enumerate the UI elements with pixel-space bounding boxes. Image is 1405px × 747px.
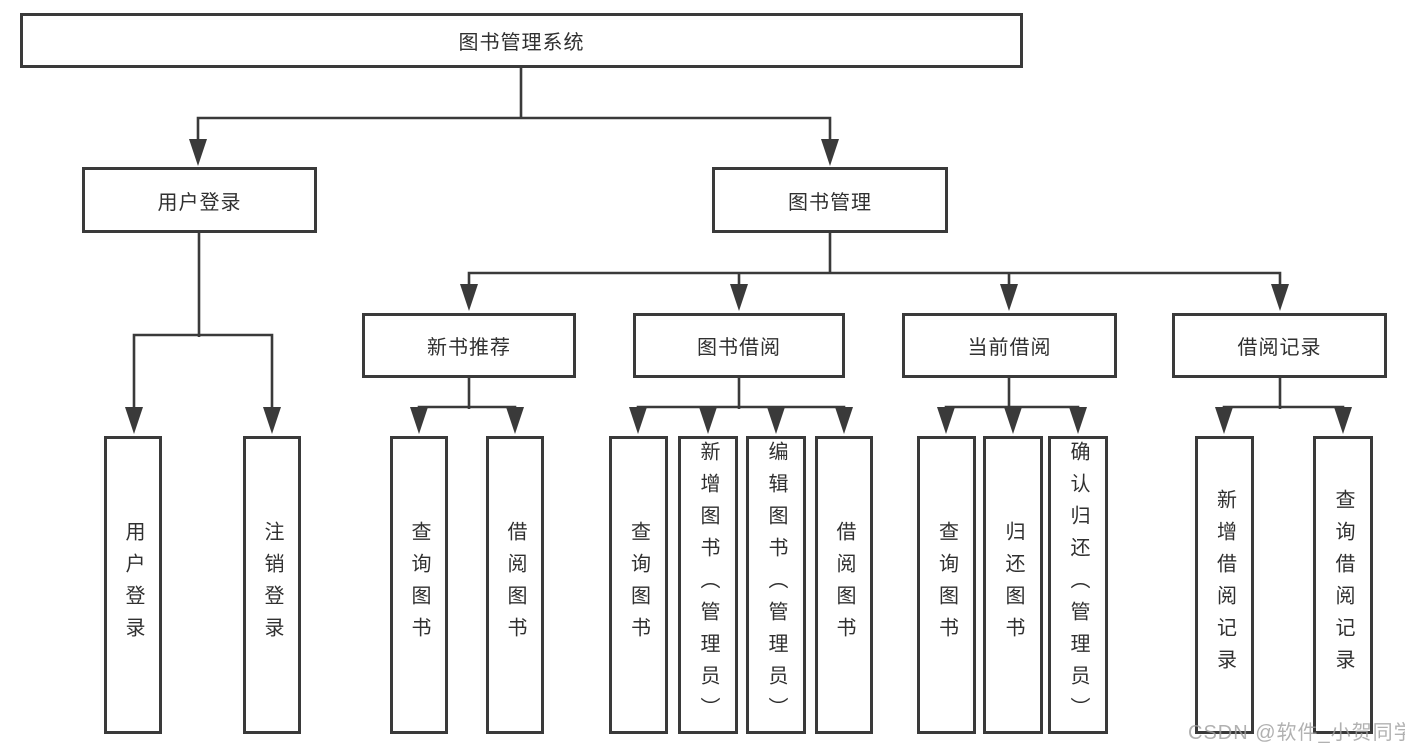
arrowhead-leaf-logout — [263, 407, 281, 434]
leaf-records-add-record: 新增借阅记录 — [1195, 436, 1254, 734]
arrowhead-rec-leaf-2 — [506, 407, 524, 434]
connector-rec-bracket — [417, 405, 517, 411]
node-book-management: 图书管理 — [712, 167, 948, 233]
node-current-borrow: 当前借阅 — [902, 313, 1117, 378]
leaf-user-login: 用户登录 — [104, 436, 162, 734]
leaf-logout: 注销登录 — [243, 436, 301, 734]
arrowhead-records-leaf-2 — [1334, 407, 1352, 434]
arrowhead-current-leaf-3 — [1069, 407, 1087, 434]
leaf-records-query-record: 查询借阅记录 — [1313, 436, 1373, 734]
leaf-borrow-borrow-books: 借阅图书 — [815, 436, 873, 734]
arrowhead-borrow-leaf-2 — [699, 407, 717, 434]
arrowhead-leaf-login — [125, 407, 143, 434]
arrowhead-current-borrow — [1000, 284, 1018, 311]
leaf-borrow-query-books: 查询图书 — [609, 436, 668, 734]
leaf-current-query-books: 查询图书 — [917, 436, 976, 734]
arrowhead-book-borrow — [730, 284, 748, 311]
arrowhead-new-book — [460, 284, 478, 311]
arrowhead-borrow-leaf-3 — [767, 407, 785, 434]
arrowhead-user-login — [189, 139, 207, 166]
connector-mgmt-bracket — [467, 271, 1282, 286]
csdn-watermark: CSDN @软件_小贺同学 — [1188, 722, 1405, 744]
arrowhead-current-leaf-1 — [937, 407, 955, 434]
arrowhead-borrow-leaf-1 — [629, 407, 647, 434]
leaf-rec-query-books: 查询图书 — [390, 436, 448, 734]
arrowhead-borrow-records — [1271, 284, 1289, 311]
arrowhead-rec-leaf-1 — [410, 407, 428, 434]
arrowhead-borrow-leaf-4 — [835, 407, 853, 434]
connector-login-bracket — [132, 333, 274, 410]
node-book-borrow: 图书借阅 — [633, 313, 845, 378]
connector-borrow-bracket — [636, 405, 846, 411]
connector-root-bracket — [196, 116, 832, 142]
leaf-borrow-edit-books-admin: 编辑图书（管理员） — [746, 436, 806, 734]
node-borrow-records: 借阅记录 — [1172, 313, 1387, 378]
node-library-system: 图书管理系统 — [20, 13, 1023, 68]
arrowhead-records-leaf-1 — [1215, 407, 1233, 434]
arrowhead-current-leaf-2 — [1004, 407, 1022, 434]
connector-records-bracket — [1222, 405, 1345, 411]
arrowhead-book-mgmt — [821, 139, 839, 166]
node-new-book-recommend: 新书推荐 — [362, 313, 576, 378]
leaf-borrow-add-books-admin: 新增图书（管理员） — [678, 436, 738, 734]
leaf-current-confirm-return-admin: 确认归还（管理员） — [1048, 436, 1108, 734]
leaf-current-return-books: 归还图书 — [983, 436, 1043, 734]
leaf-rec-borrow-books: 借阅图书 — [486, 436, 544, 734]
node-user-login: 用户登录 — [82, 167, 317, 233]
